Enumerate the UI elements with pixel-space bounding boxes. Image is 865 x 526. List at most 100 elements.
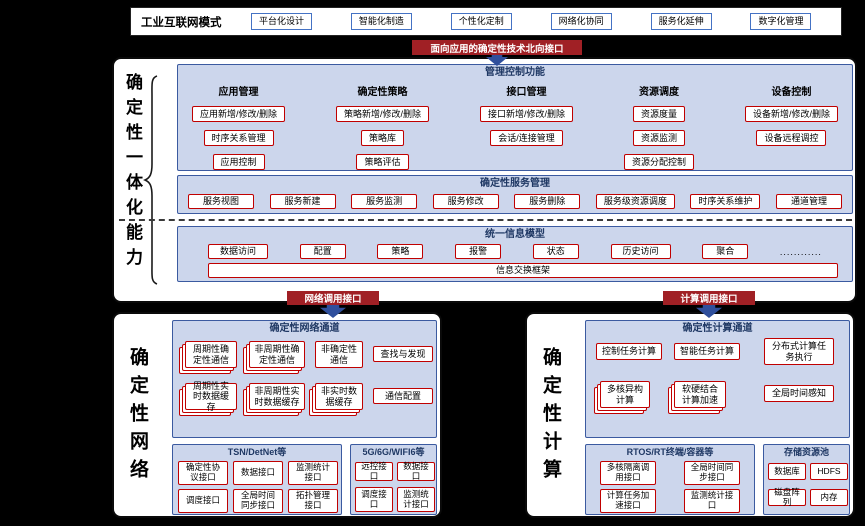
tsn-item: 确定性协议接口 bbox=[178, 461, 228, 485]
info-model-item: 状态 bbox=[532, 244, 579, 259]
wireless-item: 监测统计接口 bbox=[397, 487, 435, 512]
tsn-title: TSN/DetNet等 bbox=[227, 447, 287, 457]
top-bar-item: 数字化管理 bbox=[750, 13, 812, 30]
network-side-label: 确定性网络 bbox=[127, 347, 148, 487]
rtos-item: 多核隔离调用接口 bbox=[600, 461, 656, 485]
info-exchange-framework: 信息交换框架 bbox=[208, 263, 838, 278]
top-bar-item: 平台化设计 bbox=[250, 13, 312, 30]
info-model-item: 配置 bbox=[299, 244, 346, 259]
top-bar-items: 平台化设计 智能化制造 个性化定制 网络化协同 服务化延伸 数字化管理 bbox=[232, 13, 832, 30]
management-control-panel: 管理控制功能 应用管理 应用新增/修改/删除 时序关系管理 应用控制 确定性策略… bbox=[177, 64, 853, 171]
mgmt-column: 确定性策略 策略新增/修改/删除 策略库 策略评估 bbox=[335, 83, 429, 170]
mgmt-column-header: 接口管理 bbox=[506, 87, 547, 98]
storage-title: 存储资源池 bbox=[783, 447, 829, 457]
north-interface-banner: 面向应用的确定性技术北向接口 bbox=[412, 40, 582, 55]
network-channel-item: 非实时数据缓存 bbox=[315, 383, 363, 410]
storage-item: 磁盘阵列 bbox=[768, 487, 806, 506]
compute-channel-item: 多核异构计算 bbox=[600, 381, 650, 408]
service-item: 服务删除 bbox=[514, 194, 581, 209]
mgmt-item: 策略库 bbox=[360, 130, 404, 146]
wireless-panel: 5G/6G/WIFI6等 远控接口 数据接口 调度接口 监测统计接口 bbox=[350, 444, 437, 515]
tsn-item: 调度接口 bbox=[178, 489, 228, 513]
integration-capability-panel: 确定性一体化能力 管理控制功能 应用管理 应用新增/修改/删除 时序关系管理 应… bbox=[112, 57, 857, 303]
management-control-title: 管理控制功能 bbox=[485, 67, 545, 78]
mgmt-item: 资源度量 bbox=[632, 106, 685, 122]
service-item: 服务修改 bbox=[432, 194, 499, 209]
tsn-item: 拓扑管理接口 bbox=[288, 489, 338, 513]
mgmt-item: 设备新增/修改/删除 bbox=[744, 106, 838, 122]
service-item: 服务视图 bbox=[188, 194, 254, 209]
compute-channel-item: 软硬结合计算加速 bbox=[674, 381, 726, 408]
compute-call-banner: 计算调用接口 bbox=[663, 291, 755, 305]
network-channel-item: 非周期性确定性通信 bbox=[249, 341, 305, 368]
tsn-item: 数据接口 bbox=[233, 461, 283, 485]
rtos-item: 全局时间同步接口 bbox=[684, 461, 740, 485]
mgmt-column: 设备控制 设备新增/修改/删除 设备远程调控 bbox=[744, 83, 838, 170]
network-channel-panel: 确定性网络通道 周期性确定性通信 非周期性确定性通信 非确定性通信 查找与发现 … bbox=[172, 320, 437, 438]
compute-channel-item: 全局时间感知 bbox=[764, 385, 834, 402]
storage-panel: 存储资源池 数据库 HDFS 磁盘阵列 内存 bbox=[763, 444, 850, 515]
mgmt-item: 策略评估 bbox=[356, 154, 409, 170]
service-item: 时序关系维护 bbox=[690, 194, 761, 209]
info-model-row: 数据访问 配置 策略 报警 状态 历史访问 聚合 ............ bbox=[178, 244, 852, 259]
mgmt-column: 应用管理 应用新增/修改/删除 时序关系管理 应用控制 bbox=[192, 83, 286, 170]
compute-channel-item: 智能任务计算 bbox=[674, 343, 740, 360]
info-model-ellipsis: ............ bbox=[779, 246, 822, 257]
integration-side-label: 确定性一体化能力 bbox=[123, 73, 142, 273]
mgmt-item: 资源监测 bbox=[632, 130, 685, 146]
tsn-item: 监测统计接口 bbox=[288, 461, 338, 485]
stacked-box: 多核异构计算 bbox=[594, 381, 650, 414]
mgmt-item: 应用新增/修改/删除 bbox=[192, 106, 286, 122]
compute-channel-item: 分布式计算任务执行 bbox=[764, 338, 834, 365]
top-bar-item: 网络化协同 bbox=[550, 13, 612, 30]
info-model-item: 数据访问 bbox=[208, 244, 268, 259]
network-channel-item: 非周期性实时数据缓存 bbox=[249, 383, 305, 410]
stacked-box: 非周期性实时数据缓存 bbox=[243, 383, 305, 416]
top-bar: 工业互联网模式 平台化设计 智能化制造 个性化定制 网络化协同 服务化延伸 数字… bbox=[130, 7, 842, 36]
compute-channel-panel: 确定性计算通道 控制任务计算 智能任务计算 分布式计算任务执行 多核异构计算 软… bbox=[585, 320, 850, 438]
compute-side-label: 确定性计算 bbox=[540, 347, 561, 487]
rtos-item: 监测统计接口 bbox=[684, 489, 740, 513]
wireless-item: 调度接口 bbox=[355, 487, 393, 512]
info-model-panel: 统一信息模型 数据访问 配置 策略 报警 状态 历史访问 聚合 ........… bbox=[177, 226, 853, 282]
mgmt-item: 应用控制 bbox=[212, 154, 265, 170]
network-panel: 确定性网络 确定性网络通道 周期性确定性通信 非周期性确定性通信 非确定性通信 … bbox=[112, 312, 442, 518]
mgmt-item: 会话/连接管理 bbox=[490, 130, 563, 146]
service-mgmt-panel: 确定性服务管理 服务视图 服务新建 服务监测 服务修改 服务删除 服务级资源调度… bbox=[177, 175, 853, 214]
compute-panel: 确定性计算 确定性计算通道 控制任务计算 智能任务计算 分布式计算任务执行 多核… bbox=[525, 312, 855, 518]
info-model-title: 统一信息模型 bbox=[485, 229, 545, 240]
mgmt-item: 资源分配控制 bbox=[623, 154, 694, 170]
service-item: 服务级资源调度 bbox=[595, 194, 675, 209]
info-model-item: 聚合 bbox=[702, 244, 749, 259]
stacked-box: 周期性实时数据缓存 bbox=[179, 381, 237, 416]
rtos-item: 计算任务加速接口 bbox=[600, 489, 656, 513]
network-call-banner: 网络调用接口 bbox=[287, 291, 379, 305]
network-channel-item: 周期性确定性通信 bbox=[185, 341, 237, 368]
mgmt-column: 接口管理 接口新增/修改/删除 会话/连接管理 bbox=[479, 83, 573, 170]
network-channel-item: 非确定性通信 bbox=[315, 341, 363, 368]
wireless-item: 数据接口 bbox=[397, 461, 435, 481]
mgmt-item: 接口新增/修改/删除 bbox=[479, 106, 573, 122]
mgmt-column-header: 设备控制 bbox=[771, 87, 812, 98]
mgmt-column: 资源调度 资源度量 资源监测 资源分配控制 bbox=[623, 83, 694, 170]
mgmt-column-header: 确定性策略 bbox=[357, 87, 408, 98]
mgmt-column-header: 应用管理 bbox=[218, 87, 259, 98]
compute-channel-title: 确定性计算通道 bbox=[682, 323, 753, 334]
top-bar-item: 智能化制造 bbox=[350, 13, 412, 30]
storage-item: 数据库 bbox=[768, 463, 806, 480]
stacked-box: 周期性确定性通信 bbox=[179, 341, 237, 374]
storage-item: HDFS bbox=[810, 463, 848, 480]
rtos-panel: RTOS/RT终端/容器等 多核隔离调用接口 全局时间同步接口 计算任务加速接口… bbox=[585, 444, 755, 515]
stacked-box: 非实时数据缓存 bbox=[309, 383, 363, 416]
stacked-box: 软硬结合计算加速 bbox=[668, 381, 726, 414]
network-channel-item: 周期性实时数据缓存 bbox=[185, 381, 237, 412]
mgmt-item: 策略新增/修改/删除 bbox=[335, 106, 429, 122]
tsn-item: 全局时间同步接口 bbox=[233, 489, 283, 513]
network-channel-title: 确定性网络通道 bbox=[269, 323, 340, 334]
wireless-title: 5G/6G/WIFI6等 bbox=[362, 447, 425, 457]
storage-item: 内存 bbox=[810, 489, 848, 506]
info-model-item: 历史访问 bbox=[610, 244, 671, 259]
service-item: 服务监测 bbox=[351, 194, 418, 209]
service-item: 通道管理 bbox=[775, 194, 842, 209]
